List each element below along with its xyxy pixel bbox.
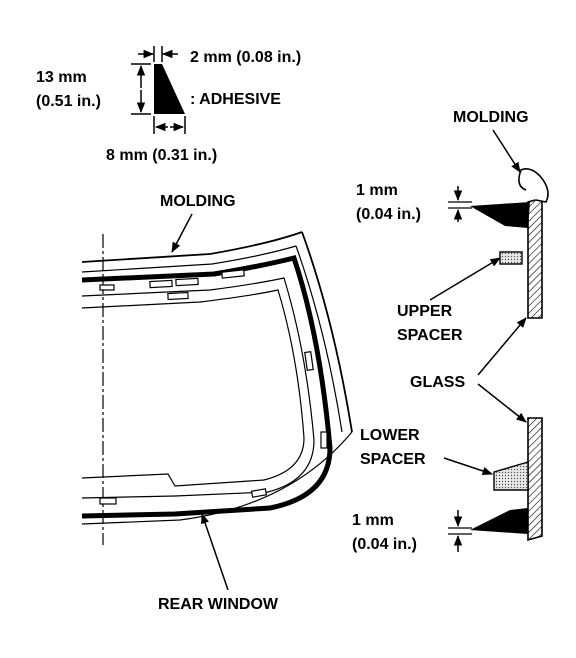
adhesive-height-in-label: (0.51 in.)	[36, 93, 101, 110]
upper-spacer	[499, 251, 523, 265]
adhesive-lower	[470, 508, 528, 534]
adhesive-width-label: 2 mm (0.08 in.)	[190, 49, 301, 66]
adhesive-bead-shape	[154, 64, 185, 114]
lower-spacer-label-2: SPACER	[360, 451, 426, 468]
glass-label: GLASS	[410, 374, 465, 391]
molding-label-left: MOLDING	[160, 193, 236, 210]
lower-cross-section	[448, 417, 543, 552]
upper-spacer-leader	[429, 257, 501, 301]
adhesive-base-label: 8 mm (0.31 in.)	[106, 147, 217, 164]
gap-top-mm-label: 1 mm	[356, 182, 398, 199]
rear-window-label: REAR WINDOW	[158, 596, 279, 613]
rear-window-drawing	[81, 231, 353, 545]
adhesive-legend-label: : ADHESIVE	[190, 91, 281, 108]
upper-spacer-label-1: UPPER	[397, 303, 453, 320]
adhesive-profile	[131, 46, 186, 134]
molding-label-right: MOLDING	[453, 109, 529, 126]
glass-upper	[527, 196, 543, 319]
gap-bottom-in-label: (0.04 in.)	[352, 536, 417, 553]
rear-window-leader	[201, 513, 229, 591]
lower-spacer-label-1: LOWER	[360, 427, 420, 444]
adhesive-upper	[470, 202, 530, 228]
adhesive-height-mm-label: 13 mm	[36, 69, 87, 86]
molding-left-leader	[171, 213, 193, 253]
molding-profile	[518, 168, 549, 203]
gap-bottom-mm-label: 1 mm	[352, 512, 394, 529]
gap-top-in-label: (0.04 in.)	[356, 206, 421, 223]
glass-lower	[527, 417, 543, 542]
lower-spacer	[493, 461, 529, 491]
lower-spacer-leader	[443, 457, 493, 475]
upper-cross-section	[448, 168, 549, 319]
upper-spacer-label-2: SPACER	[397, 327, 463, 344]
adhesive-bead	[81, 255, 333, 519]
molding-right-leader	[492, 129, 521, 173]
glass-leader-lower	[477, 383, 527, 423]
glass-leader-upper	[477, 317, 527, 376]
